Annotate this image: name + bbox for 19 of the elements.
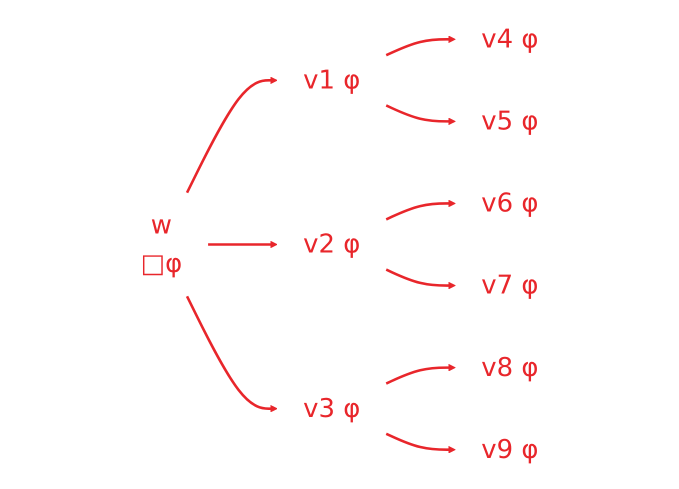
node-text: w □φ <box>140 210 182 280</box>
arrow <box>186 296 278 412</box>
node-text: v2 φ <box>303 229 360 260</box>
node-text: v6 φ <box>481 188 538 219</box>
arrow <box>386 200 456 221</box>
node-text: v8 φ <box>481 352 538 383</box>
node-text: v9 φ <box>481 434 538 465</box>
node-text: v1 φ <box>303 65 360 96</box>
arrow <box>386 36 456 56</box>
node-text: v3 φ <box>303 394 360 424</box>
arrow <box>386 268 456 290</box>
arrow <box>386 432 456 454</box>
node-text: v5 φ <box>481 106 538 137</box>
arrow <box>386 364 456 385</box>
arrow <box>208 240 278 248</box>
node-text: v7 φ <box>481 270 538 301</box>
arrow <box>386 104 456 126</box>
node-text: v4 φ <box>481 24 538 54</box>
arrow <box>186 76 278 194</box>
